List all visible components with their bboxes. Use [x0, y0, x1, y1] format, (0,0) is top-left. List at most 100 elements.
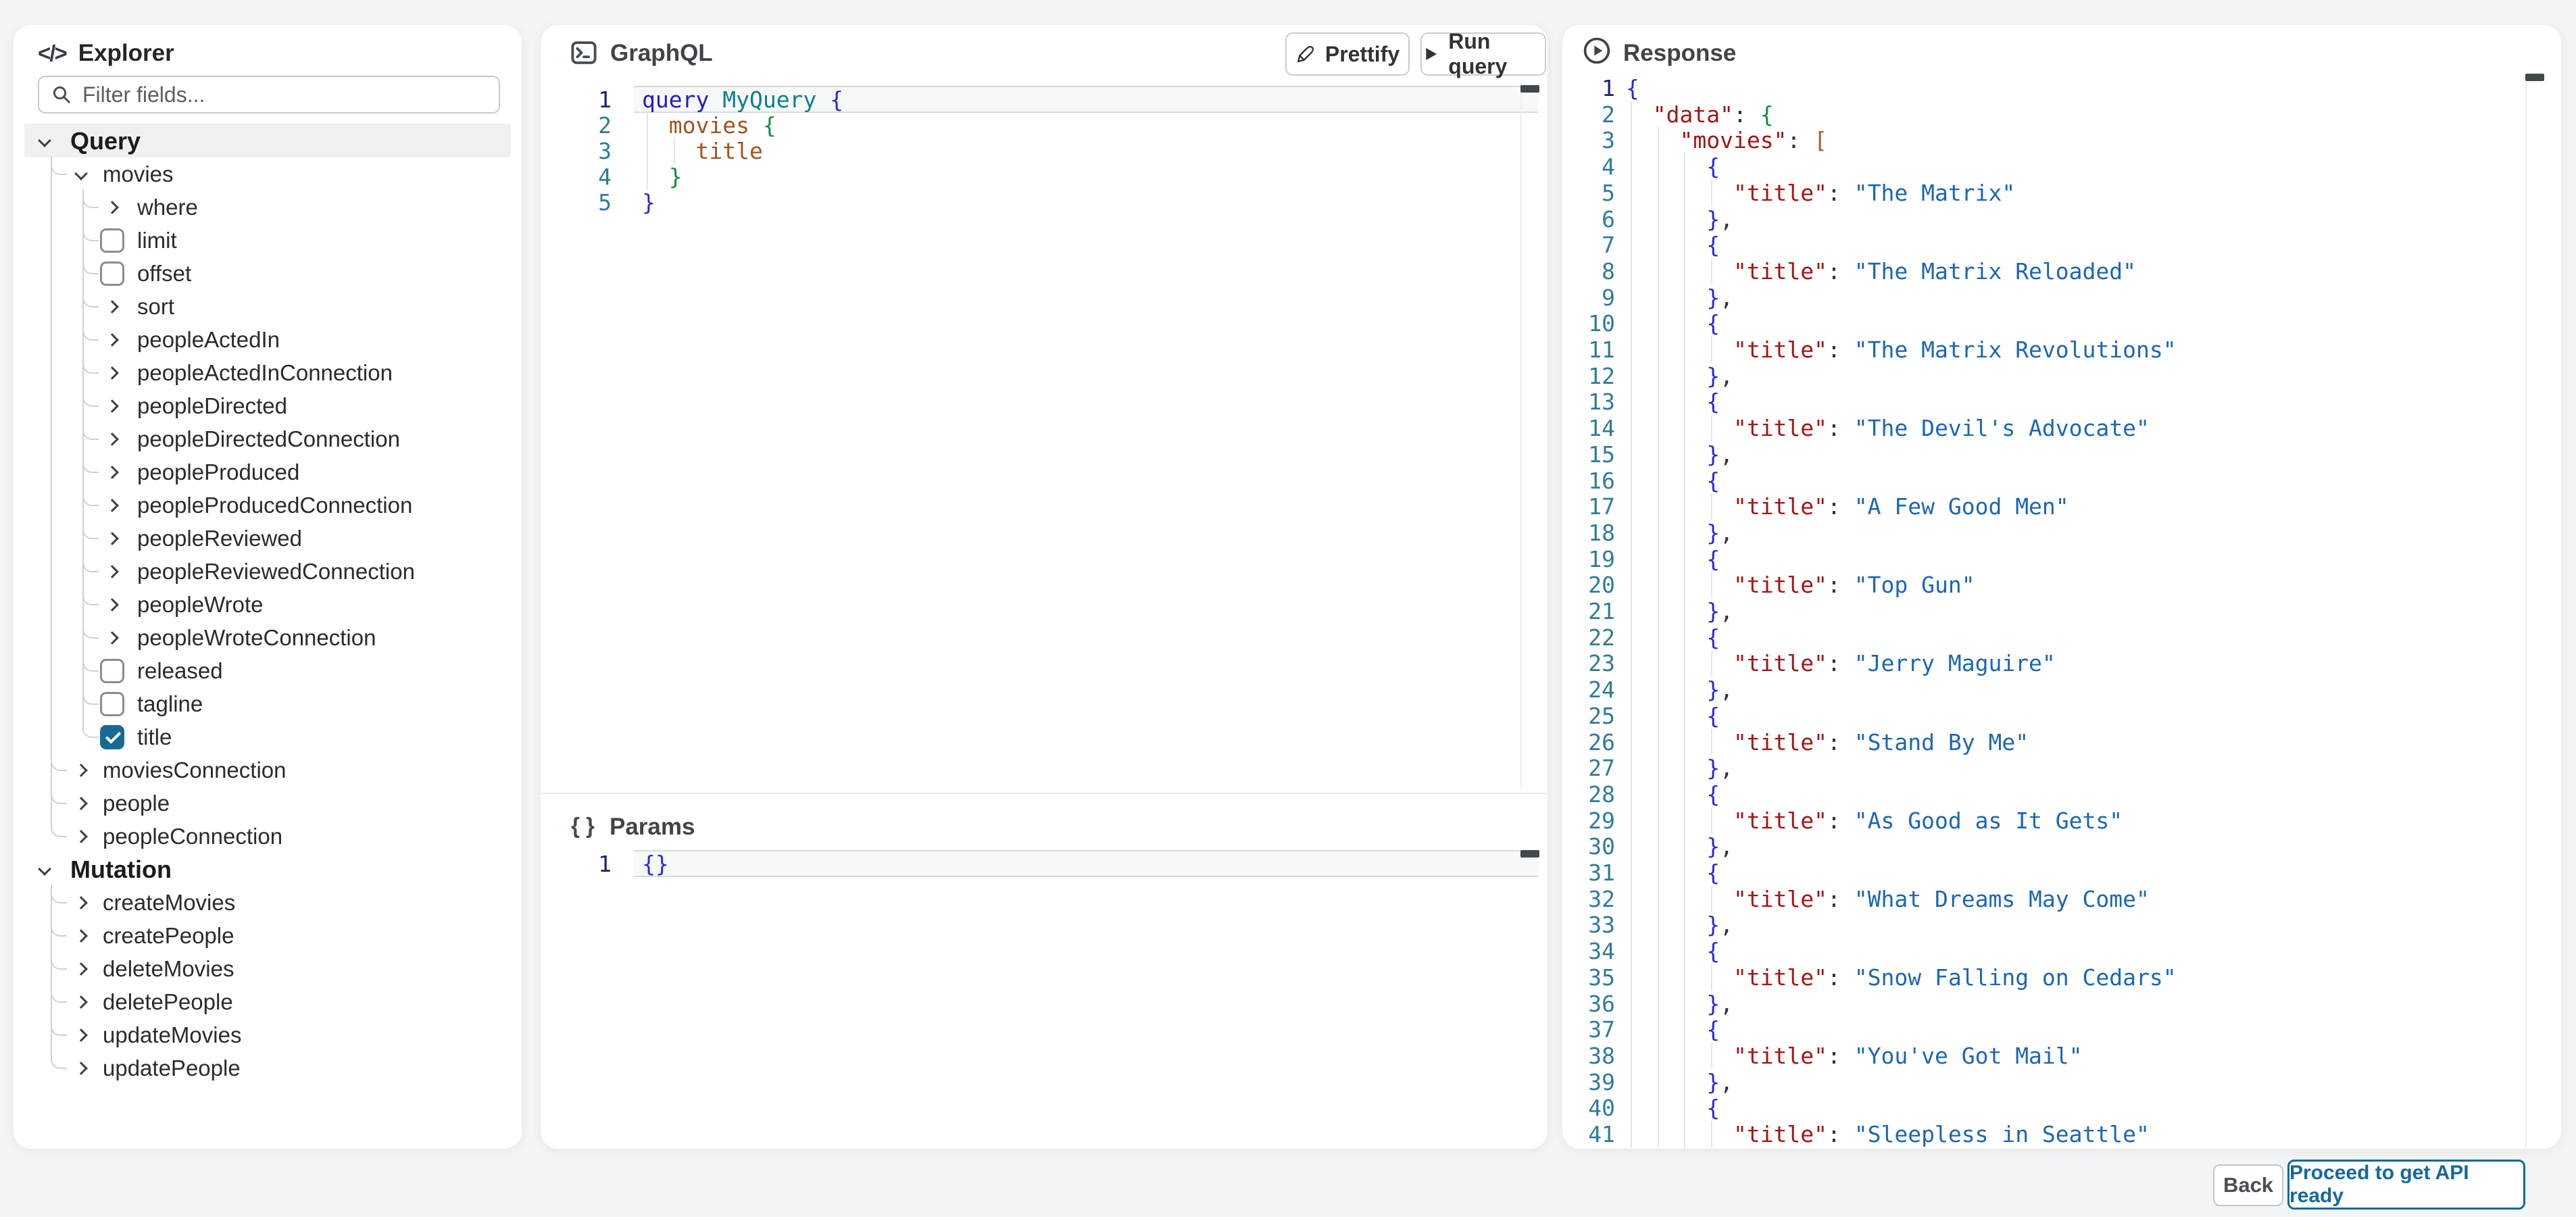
tree-item-peopleProducedConnection[interactable]: peopleProducedConnection — [14, 489, 522, 522]
tree-item-peopleActedIn[interactable]: peopleActedIn — [14, 323, 522, 356]
tree-item-deletePeople[interactable]: deletePeople — [14, 985, 522, 1018]
indent-guide — [1631, 728, 1632, 755]
indent-guide — [1631, 337, 1632, 363]
back-button[interactable]: Back — [2213, 1164, 2283, 1206]
tree-item-title[interactable]: title — [14, 720, 522, 753]
chevron-right-icon[interactable] — [74, 764, 88, 777]
tree-item-peopleProduced[interactable]: peopleProduced — [14, 455, 522, 489]
checkbox-unchecked[interactable] — [100, 659, 124, 683]
chevron-right-icon[interactable] — [105, 631, 119, 645]
line-number: 2 — [1602, 101, 1615, 128]
tree-elbow-line — [82, 686, 99, 705]
tree-item-movies[interactable]: movies — [14, 157, 522, 191]
tree-item-Query[interactable]: Query — [14, 124, 522, 157]
chevron-down-icon[interactable] — [74, 167, 88, 180]
response-scrollbar-thumb[interactable] — [2525, 74, 2544, 81]
chevron-right-icon[interactable] — [74, 962, 88, 976]
tree-item-updateMovies[interactable]: updateMovies — [14, 1018, 522, 1051]
chevron-right-icon[interactable] — [105, 532, 119, 545]
tree-item-tagline[interactable]: tagline — [14, 687, 522, 720]
tree-item-peopleWrote[interactable]: peopleWrote — [14, 588, 522, 621]
code-text: "title": "Jerry Maguire" — [1733, 650, 2056, 677]
tree-elbow-line — [82, 620, 99, 639]
tree-item-peopleConnection[interactable]: peopleConnection — [14, 820, 522, 853]
code-line: 11 "title": "The Matrix Revolutions" — [1562, 337, 2561, 363]
checkbox-checked[interactable] — [100, 725, 124, 749]
chevron-right-icon[interactable] — [105, 499, 119, 512]
tree-item-createPeople[interactable]: createPeople — [14, 919, 522, 952]
chevron-down-icon[interactable] — [38, 862, 51, 876]
indent-guide — [1657, 990, 1659, 1017]
tree-item-where[interactable]: where — [14, 191, 522, 224]
checkbox-unchecked[interactable] — [100, 262, 124, 286]
chevron-right-icon[interactable] — [105, 466, 119, 479]
indent-guide — [1710, 728, 1712, 755]
tree-item-peopleReviewedConnection[interactable]: peopleReviewedConnection — [14, 555, 522, 588]
tree-item-people[interactable]: people — [14, 787, 522, 820]
run-query-button[interactable]: Run query — [1420, 29, 1546, 78]
chevron-down-icon[interactable] — [38, 134, 51, 147]
line-number: 9 — [1602, 284, 1615, 311]
tree-elbow-line — [82, 355, 99, 374]
code-text: "title": "What Dreams May Come" — [1733, 885, 2150, 912]
tree-item-deleteMovies[interactable]: deleteMovies — [14, 952, 522, 985]
checkbox-unchecked[interactable] — [100, 692, 124, 716]
prettify-button[interactable]: Prettify — [1285, 32, 1410, 76]
chevron-right-icon[interactable] — [74, 1028, 88, 1042]
indent-guide — [1684, 415, 1686, 442]
code-text: { — [1706, 938, 1720, 965]
checkbox-unchecked[interactable] — [100, 228, 124, 253]
tree-item-updatePeople[interactable]: updatePeople — [14, 1051, 522, 1085]
tree-item-moviesConnection[interactable]: moviesConnection — [14, 753, 522, 787]
chevron-right-icon[interactable] — [105, 565, 119, 578]
indent-guide — [1657, 205, 1659, 232]
chevron-right-icon[interactable] — [105, 366, 119, 380]
chevron-right-icon[interactable] — [105, 333, 119, 347]
chevron-right-icon[interactable] — [74, 896, 88, 910]
editor-scrollbar-thumb[interactable] — [1520, 85, 1539, 93]
params-scrollbar-thumb[interactable] — [1520, 850, 1539, 858]
indent-guide — [1684, 257, 1686, 284]
chevron-right-icon[interactable] — [105, 201, 119, 214]
code-line: 1{} — [541, 851, 1547, 877]
filter-fields-input[interactable] — [81, 81, 487, 108]
indent-guide — [1631, 519, 1632, 546]
indent-guide — [1657, 153, 1659, 180]
chevron-right-icon[interactable] — [74, 929, 88, 943]
code-text: "title": "Snow Falling on Cedars" — [1733, 964, 2177, 991]
response-scrollbar-track[interactable] — [2525, 81, 2527, 1149]
indent-guide — [1631, 624, 1632, 651]
tree-item-released[interactable]: released — [14, 654, 522, 687]
line-number: 41 — [1588, 1121, 1615, 1147]
indent-guide — [1684, 964, 1686, 991]
chevron-right-icon[interactable] — [74, 830, 88, 843]
line-number: 23 — [1588, 650, 1615, 677]
tree-item-offset[interactable]: offset — [14, 257, 522, 290]
tree-item-peopleReviewed[interactable]: peopleReviewed — [14, 522, 522, 555]
circle-play-icon — [1583, 37, 1610, 64]
indent-guide — [1657, 415, 1659, 442]
chevron-right-icon[interactable] — [105, 300, 119, 314]
tree-item-createMovies[interactable]: createMovies — [14, 886, 522, 919]
line-number: 13 — [1588, 389, 1615, 416]
chevron-right-icon[interactable] — [105, 432, 119, 446]
tree-item-peopleActedInConnection[interactable]: peopleActedInConnection — [14, 356, 522, 389]
tree-item-limit[interactable]: limit — [14, 224, 522, 257]
tree-item-sort[interactable]: sort — [14, 290, 522, 323]
chevron-right-icon[interactable] — [74, 797, 88, 810]
tree-item-Mutation[interactable]: Mutation — [14, 853, 522, 886]
tree-item-peopleDirected[interactable]: peopleDirected — [14, 389, 522, 422]
tree-item-peopleWroteConnection[interactable]: peopleWroteConnection — [14, 621, 522, 654]
indent-guide — [647, 164, 648, 190]
chevron-right-icon[interactable] — [74, 1062, 88, 1075]
indent-guide — [1631, 885, 1632, 912]
filter-fields-box — [38, 76, 500, 114]
tree-item-peopleDirectedConnection[interactable]: peopleDirectedConnection — [14, 422, 522, 455]
chevron-right-icon[interactable] — [105, 399, 119, 413]
indent-guide — [647, 138, 648, 164]
chevron-right-icon[interactable] — [105, 598, 119, 612]
editor-scrollbar-track[interactable] — [1520, 92, 1522, 788]
chevron-right-icon[interactable] — [74, 995, 88, 1009]
tree-guide-line — [51, 158, 52, 827]
proceed-button[interactable]: Proceed to get API ready — [2287, 1160, 2525, 1210]
